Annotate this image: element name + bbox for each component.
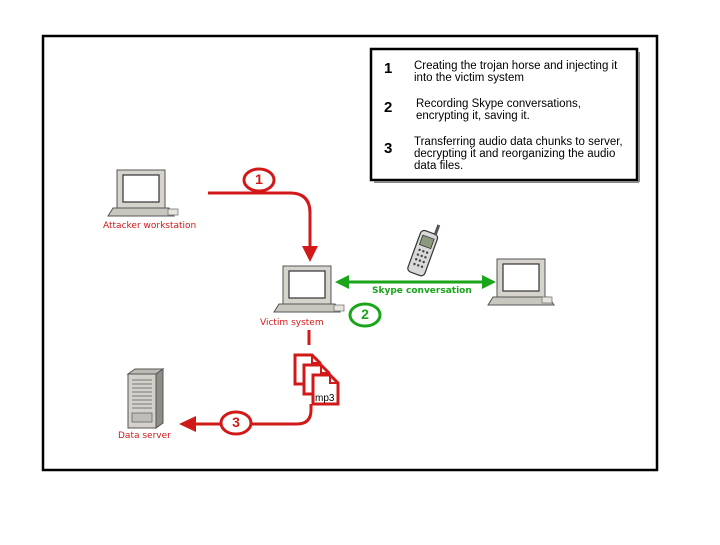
remote-computer-icon	[487, 258, 555, 306]
step-3-circle	[219, 410, 253, 436]
legend-number-3: 3	[384, 140, 393, 157]
step-2-circle	[348, 302, 382, 328]
step-3-number: 3	[232, 414, 240, 430]
attacker-computer-icon	[107, 169, 179, 217]
legend-text-3: Transferring audio data chunks to server…	[414, 136, 623, 172]
skype-conversation-label: Skype conversation	[372, 286, 472, 296]
legend-number-2: 2	[384, 99, 393, 116]
mp3-file-label: mp3	[315, 393, 335, 404]
legend-text-1: Creating the trojan horse and injecting …	[414, 60, 618, 84]
data-server-label: Data server	[118, 431, 171, 441]
legend-number-1: 1	[384, 60, 393, 77]
attacker-workstation-label: Attacker workstation	[103, 221, 197, 231]
victim-computer-icon	[273, 265, 345, 313]
step-1-number: 1	[255, 171, 263, 187]
victim-system-label: Victim system	[260, 318, 324, 328]
arrow-step-1	[208, 191, 318, 262]
arrow-step-3	[179, 330, 313, 432]
mobile-phone-icon	[407, 224, 441, 277]
mp3-files-icon	[293, 353, 340, 406]
arrow-step-2	[335, 275, 496, 289]
step-1-circle	[242, 167, 276, 193]
legend-text-2: Recording Skype conversations, encryptin…	[416, 98, 581, 122]
step-2-number: 2	[361, 306, 369, 322]
server-tower-icon	[126, 368, 165, 429]
legend-box	[369, 47, 639, 182]
